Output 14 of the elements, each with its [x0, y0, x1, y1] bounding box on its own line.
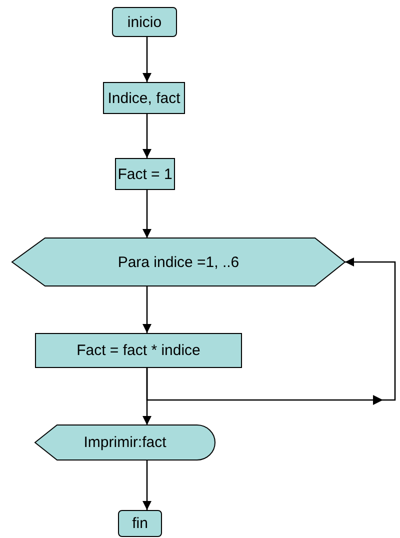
process-box [103, 82, 185, 114]
node-label: inicio [127, 14, 162, 30]
process-box [35, 333, 242, 368]
loop-hexagon [12, 238, 345, 286]
terminal-box [112, 7, 177, 37]
display-shape [35, 425, 215, 460]
process-box [115, 158, 175, 190]
node-label: Fact = 1 [118, 166, 172, 182]
terminal-box [118, 510, 162, 537]
node-label: Para indice =1, ..6 [118, 254, 240, 270]
node-label: fin [132, 515, 148, 532]
node-label: Indice, fact [108, 90, 180, 106]
node-label: Imprimir:fact [84, 434, 166, 451]
node-label: Fact = fact * indice [76, 342, 200, 359]
